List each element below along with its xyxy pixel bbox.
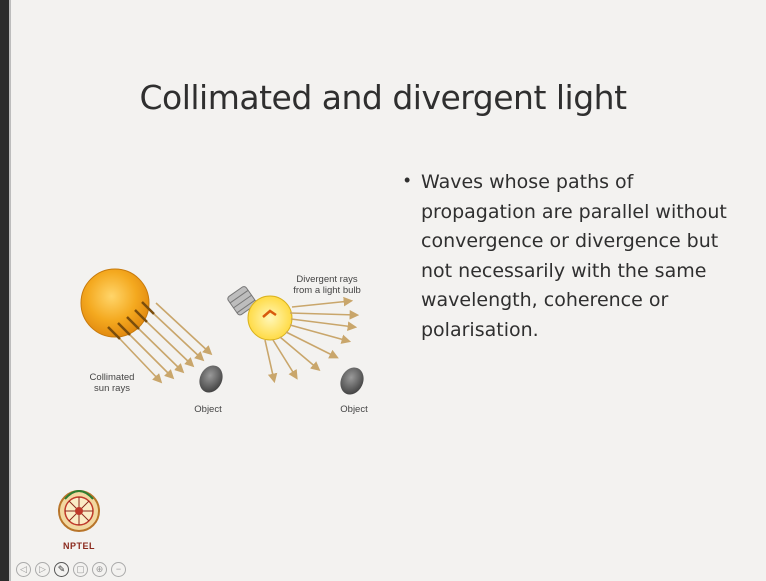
light-diagram: Collimated sun rays Object Divergent ray… — [60, 255, 400, 425]
slide-nav: ◁ ▷ ✎ ▢ ⊕ − — [16, 562, 126, 578]
slides-icon[interactable]: ▢ — [73, 562, 88, 577]
light-bulb-icon — [227, 285, 292, 340]
nptel-logo-text: NPTEL — [55, 541, 103, 551]
bullet-text: Waves whose paths of propagation are par… — [421, 168, 741, 345]
zoom-icon[interactable]: ⊕ — [92, 562, 107, 577]
object-label-1: Object — [188, 404, 228, 415]
collimated-label: Collimated sun rays — [82, 372, 142, 394]
slide-title: Collimated and divergent light — [0, 78, 766, 117]
prev-icon[interactable]: ◁ — [16, 562, 31, 577]
sun-icon — [81, 269, 154, 339]
divergent-label: Divergent rays from a light bulb — [286, 274, 368, 296]
object-icon-1 — [195, 362, 227, 397]
nptel-logo-icon — [55, 485, 103, 541]
minus-icon[interactable]: − — [111, 562, 126, 577]
next-icon[interactable]: ▷ — [35, 562, 50, 577]
bullet-dot-icon: • — [404, 170, 410, 191]
pen-icon[interactable]: ✎ — [54, 562, 69, 577]
object-label-2: Object — [334, 404, 374, 415]
object-icon-2 — [336, 364, 368, 399]
nptel-logo — [55, 485, 103, 565]
